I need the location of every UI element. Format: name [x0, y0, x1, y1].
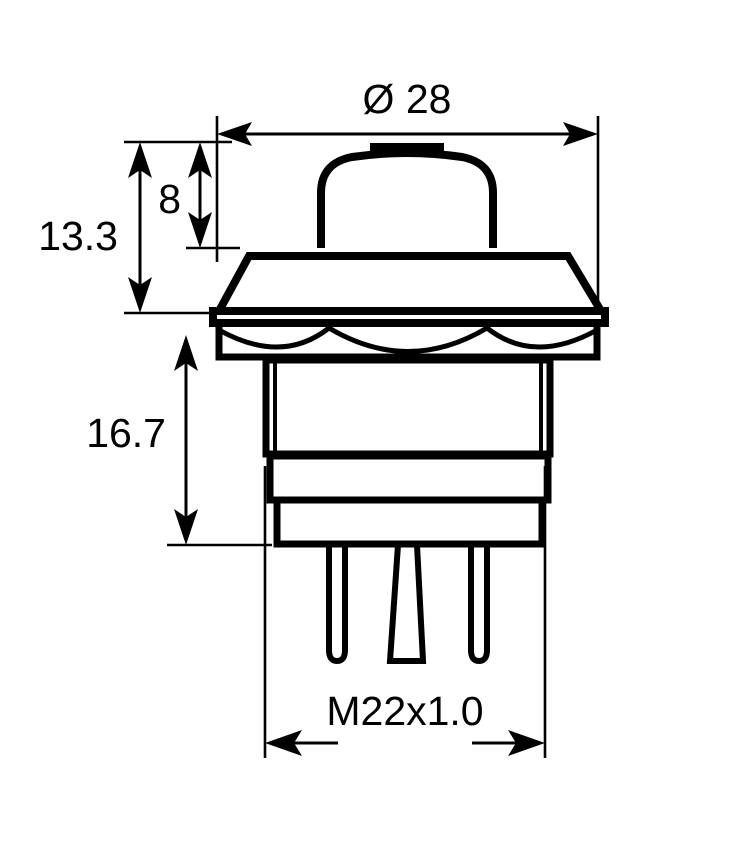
dim-label-diameter-28: Ø 28 — [363, 76, 452, 122]
arrowhead-13-3-top — [128, 142, 152, 178]
knurl-arc-left — [217, 326, 331, 350]
dim-label-16-7: 16.7 — [86, 410, 166, 456]
dim-label-m22: M22x1.0 — [326, 688, 483, 734]
knurl-arc-center — [327, 325, 489, 354]
arrowhead-8-top — [188, 142, 212, 178]
terminal-pin-left — [326, 545, 348, 665]
bezel-flange-rim — [209, 307, 609, 327]
dim-label-8: 8 — [158, 176, 181, 222]
terminal-pin-right — [468, 545, 490, 665]
dimension-diameter-28: Ø 28 — [217, 76, 598, 146]
arrowhead-m22-left — [265, 730, 302, 756]
arrowhead-m22-right — [508, 730, 545, 756]
arrowhead-16-7-bottom — [174, 509, 198, 545]
arrowhead-13-3-bottom — [128, 277, 152, 313]
dim-label-13-3: 13.3 — [38, 213, 118, 259]
arrowhead-diameter-left — [217, 122, 252, 146]
dimension-height-8: 8 — [158, 142, 212, 248]
dimension-thread-m22: M22x1.0 — [265, 688, 545, 756]
arrowhead-8-bottom — [188, 212, 212, 248]
arrowhead-diameter-right — [563, 122, 598, 146]
dimension-height-16-7: 16.7 — [86, 335, 198, 545]
part-geometry — [209, 143, 609, 665]
dimension-height-13-3: 13.3 — [38, 142, 152, 313]
body-base-outline — [273, 496, 546, 548]
arrowhead-16-7-top — [174, 335, 198, 371]
terminal-pin-center — [386, 544, 427, 664]
cap-top-tab — [370, 143, 444, 155]
knurl-arc-right — [485, 326, 599, 350]
knurled-ring-scallops — [217, 323, 599, 354]
